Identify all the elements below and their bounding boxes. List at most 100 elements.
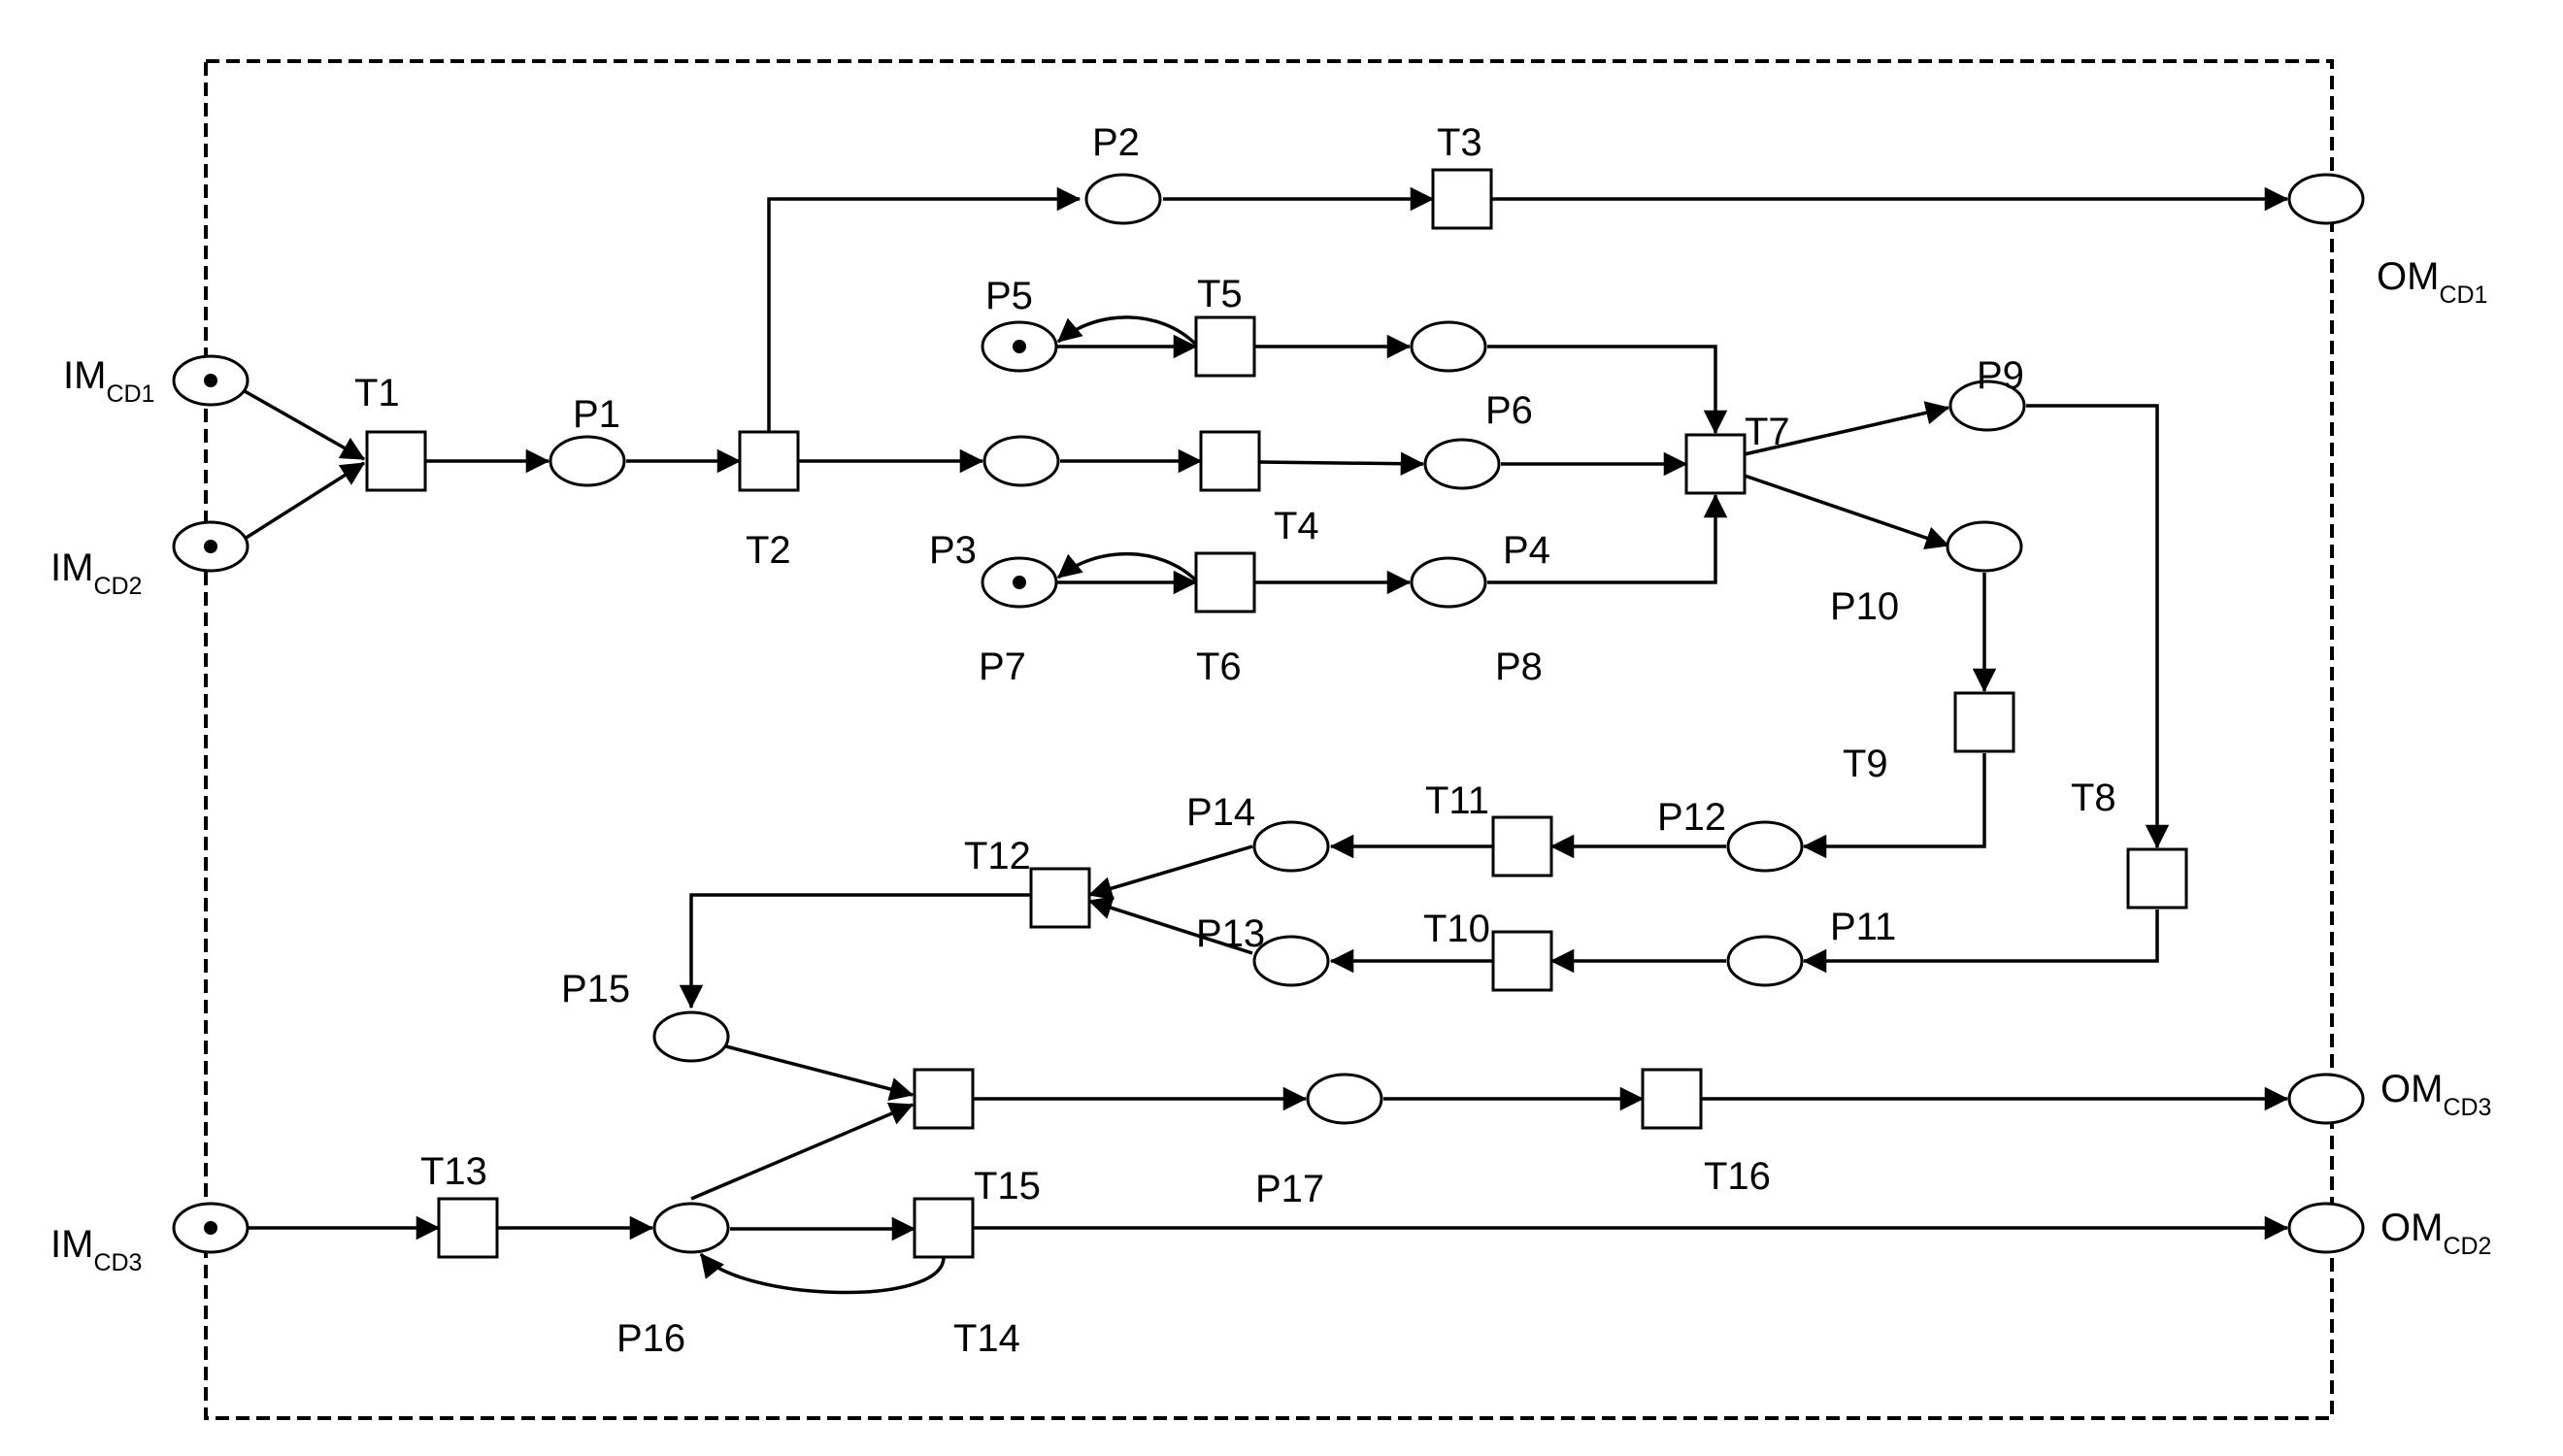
arc-t4-p6 (1258, 451, 1425, 476)
label-p11: P11 (1830, 906, 1896, 948)
place-p9 (1948, 380, 2026, 432)
transition-t1 (365, 430, 427, 492)
arcs (244, 186, 2289, 1295)
place-p-top (1410, 320, 1487, 373)
label-p3: P3 (929, 529, 977, 572)
arc-t2-p2 (767, 186, 1082, 432)
label-t6: T6 (1196, 645, 1242, 688)
label-p1: P1 (573, 393, 620, 436)
place-p2 (1084, 173, 1162, 225)
label-t15: T15 (974, 1165, 1041, 1208)
place-p15 (652, 1010, 730, 1063)
label-t13: T13 (420, 1150, 487, 1193)
transition-t7 (1684, 433, 1747, 495)
label-om-cd2: OMCD2 (2380, 1207, 2491, 1260)
label-t16: T16 (1704, 1155, 1771, 1198)
label-p4: P4 (1503, 529, 1550, 572)
label-p16: P16 (616, 1317, 685, 1360)
arc-p8-t7 (1487, 493, 1728, 584)
token-p3 (1013, 576, 1026, 589)
system-boundary (204, 59, 2334, 1420)
place-p13 (1252, 935, 1330, 987)
label-p15: P15 (561, 968, 630, 1010)
arc-t9-p12 (1802, 753, 1986, 859)
label-t7: T7 (1745, 411, 1790, 453)
token-im-cd2 (204, 540, 217, 553)
transition-t6 (1194, 551, 1256, 613)
label-t3: T3 (1437, 121, 1482, 164)
transition-t10 (1491, 930, 1553, 992)
place-om-cd1 (2287, 173, 2365, 225)
transition-t5 (1194, 315, 1256, 378)
transition-t16 (1641, 1068, 1703, 1130)
label-im-cd1: IMCD1 (63, 354, 154, 408)
place-p6 (1423, 438, 1501, 490)
label-im-cd3: IMCD3 (50, 1223, 142, 1276)
label-t10: T10 (1423, 908, 1490, 950)
label-t4: T4 (1274, 505, 1319, 547)
arc-t8-p11 (1802, 910, 2159, 974)
place-p1 (549, 435, 626, 487)
arc-t15-p16 (699, 1252, 946, 1295)
label-t9: T9 (1843, 743, 1888, 785)
arc-p15-t-merge (725, 1044, 915, 1101)
place-p8 (1410, 556, 1487, 609)
transition-t2 (738, 430, 800, 492)
label-om-cd3: OMCD3 (2380, 1068, 2491, 1121)
label-p8: P8 (1495, 645, 1543, 688)
token-im-cd3 (204, 1221, 217, 1235)
transition-t9 (1953, 691, 2015, 753)
place-p14 (1252, 820, 1330, 873)
transition-t3 (1431, 168, 1493, 230)
tokens (204, 340, 1026, 1235)
label-p2: P2 (1092, 121, 1140, 164)
label-t12: T12 (964, 835, 1031, 877)
label-p12: P12 (1657, 796, 1726, 839)
label-p13: P13 (1196, 912, 1265, 955)
label-p9: P9 (1977, 354, 2024, 397)
arc-t5-p5 (1056, 315, 1198, 347)
place-p17 (1306, 1073, 1383, 1125)
token-p5 (1013, 340, 1026, 353)
label-t5: T5 (1197, 273, 1243, 315)
label-im-cd2: IMCD2 (50, 546, 142, 600)
label-p7: P7 (979, 645, 1026, 688)
transition-t15 (913, 1197, 975, 1259)
arc-t6-p3 (1056, 551, 1198, 582)
label-t1: T1 (354, 372, 400, 414)
transition-t-merge (913, 1068, 975, 1130)
arc-p16-t-merge (690, 1102, 915, 1201)
label-p14: P14 (1186, 791, 1255, 834)
place-p10 (1946, 520, 2023, 573)
arc-p13-t12 (1087, 896, 1253, 955)
arc-imcd1-t1 (244, 389, 366, 461)
transition-t13 (437, 1197, 499, 1259)
label-t14: T14 (953, 1317, 1020, 1360)
arc-p9-t8 (2026, 404, 2170, 849)
transition-t8 (2126, 847, 2188, 910)
label-p17: P17 (1255, 1168, 1324, 1210)
arc-t7-p9 (1744, 401, 1950, 456)
place-om-cd2 (2287, 1202, 2365, 1254)
places (172, 173, 2365, 1254)
transition-t12 (1029, 867, 1091, 929)
arc-imcd2-t1 (244, 461, 366, 541)
label-p5: P5 (985, 275, 1033, 317)
token-im-cd1 (204, 374, 217, 387)
label-t2: T2 (746, 529, 791, 572)
transition-t4 (1199, 430, 1261, 492)
place-om-cd3 (2287, 1073, 2365, 1125)
arc-p-top-t7 (1487, 345, 1728, 435)
place-p-mid (982, 435, 1060, 487)
label-t8: T8 (2071, 777, 2116, 819)
label-p10: P10 (1830, 585, 1899, 628)
labels: IMCD1 IMCD2 IMCD3 OMCD1 OMCD3 OMCD2 P1 P… (50, 121, 2491, 1360)
label-t11: T11 (1425, 779, 1489, 822)
label-p6: P6 (1485, 389, 1533, 432)
arc-t7-p10 (1744, 474, 1950, 550)
place-p12 (1726, 820, 1804, 873)
arc-p14-t12 (1087, 844, 1253, 901)
label-om-cd1: OMCD1 (2377, 255, 2487, 309)
transitions (365, 168, 2188, 1259)
